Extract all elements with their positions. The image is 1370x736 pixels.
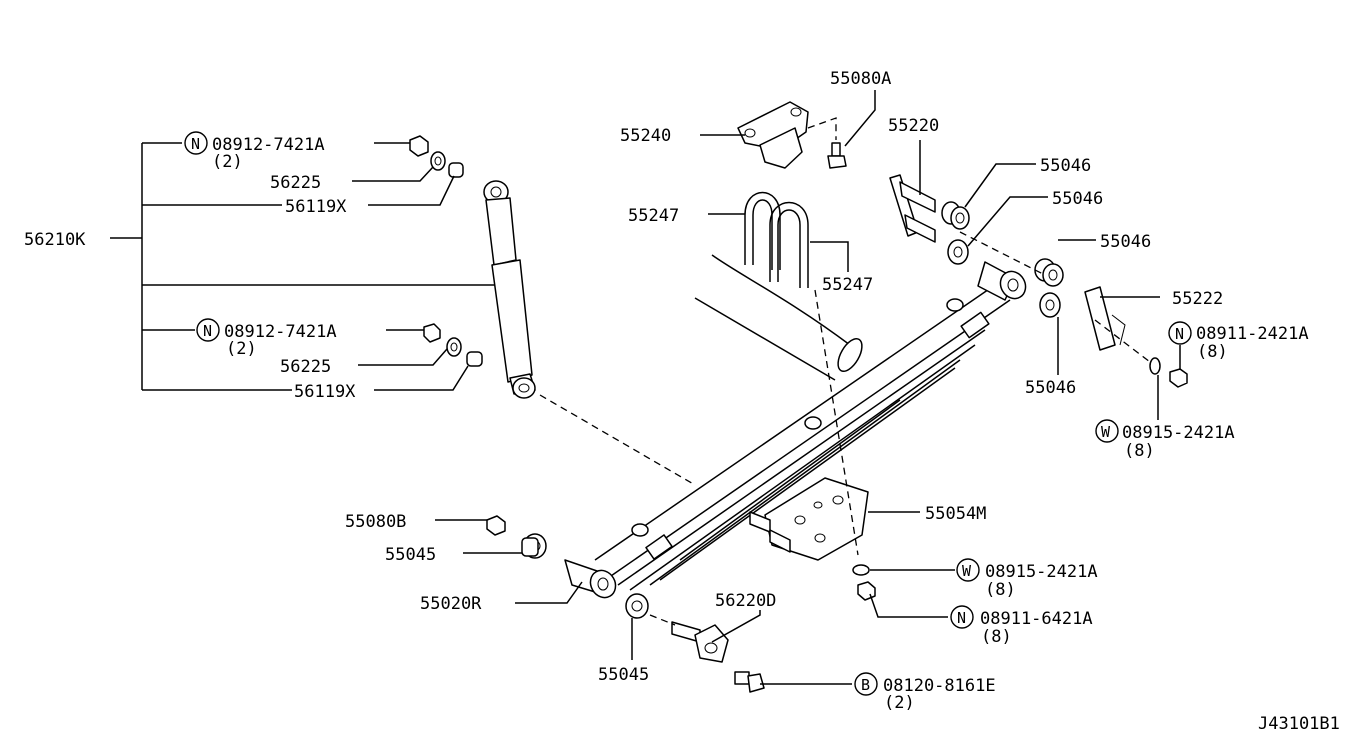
u-bolts — [744, 191, 809, 288]
label-08911-2421A-qty: (8) — [1197, 342, 1228, 362]
label-55080A: 55080A — [830, 69, 891, 89]
label-55222: 55222 — [1172, 289, 1223, 309]
b-mark-08120: B — [854, 672, 878, 696]
label-08915-2421A-bottom-qty: (8) — [985, 580, 1016, 600]
label-55220: 55220 — [888, 116, 939, 136]
svg-text:W: W — [962, 562, 972, 580]
label-55046-c: 55046 — [1100, 232, 1151, 252]
n-mark-08912-upper: N — [184, 131, 208, 155]
leader-lines — [110, 90, 1181, 685]
label-08911-6421A: 08911-6421A — [980, 609, 1093, 629]
label-55054M: 55054M — [925, 504, 986, 524]
label-56220D: 56220D — [715, 591, 776, 611]
n-mark-08912-lower: N — [196, 318, 220, 342]
label-56119X-upper: 56119X — [285, 197, 347, 217]
w-mark-08915-bottom: W — [956, 558, 980, 582]
hanger-55220 — [889, 174, 936, 243]
shackle-pin-56220D — [671, 621, 729, 663]
label-56210K: 56210K — [24, 230, 86, 250]
plate-55222 — [1084, 286, 1126, 351]
label-56225-upper: 56225 — [270, 173, 321, 193]
label-55045-a: 55045 — [385, 545, 436, 565]
svg-text:W: W — [1101, 423, 1111, 441]
label-08915-2421A-top: 08915-2421A — [1122, 423, 1235, 443]
label-55046-b: 55046 — [1052, 189, 1103, 209]
label-08912-7421A-lower-qty: (2) — [226, 339, 257, 359]
label-55247-b: 55247 — [822, 275, 873, 295]
svg-text:N: N — [191, 135, 200, 153]
label-55046-d: 55046 — [1025, 378, 1076, 398]
washer-shock-lower — [446, 337, 462, 357]
svg-text:N: N — [957, 609, 966, 627]
label-56119X-lower: 56119X — [294, 382, 356, 402]
label-08912-7421A-upper: 08912-7421A — [212, 135, 325, 155]
label-08120-8161E: 08120-8161E — [883, 676, 996, 696]
bushing-shock-lower — [466, 351, 483, 367]
label-08912-7421A-lower: 08912-7421A — [224, 322, 337, 342]
plate-55054M — [749, 477, 869, 561]
label-08911-2421A: 08911-2421A — [1196, 324, 1309, 344]
frame-rail — [694, 254, 863, 381]
part-labels: 55080A 55240 55220 55046 55046 55046 550… — [24, 69, 1340, 734]
hardware — [409, 135, 1188, 693]
w-mark-08915-top: W — [1095, 419, 1119, 443]
n-mark-08911-6421A: N — [950, 605, 974, 629]
label-08915-2421A-top-qty: (8) — [1124, 441, 1155, 461]
shock-absorber — [483, 180, 536, 399]
label-55045-b: 55045 — [598, 665, 649, 685]
svg-text:B: B — [861, 676, 870, 694]
label-55247-a: 55247 — [628, 206, 679, 226]
nut-shock-upper-1 — [409, 135, 429, 157]
bushing-shock-upper — [448, 162, 464, 178]
washer-shock-upper — [430, 151, 446, 171]
label-55046-a: 55046 — [1040, 156, 1091, 176]
label-55080B: 55080B — [345, 512, 406, 532]
svg-text:N: N — [1175, 325, 1184, 343]
label-56225-lower: 56225 — [280, 357, 331, 377]
label-55240: 55240 — [620, 126, 671, 146]
nut-shock-lower — [423, 323, 441, 343]
bracket-55240 — [737, 101, 809, 169]
prefix-marks: N N N W W N B — [184, 131, 1192, 696]
label-08915-2421A-bottom: 08915-2421A — [985, 562, 1098, 582]
svg-text:N: N — [203, 322, 212, 340]
drawing-code: J43101B1 — [1258, 714, 1340, 734]
leaf-spring — [564, 261, 1027, 599]
n-mark-08911-2421A: N — [1168, 321, 1192, 345]
label-08912-7421A-upper-qty: (2) — [212, 152, 243, 172]
label-55020R: 55020R — [420, 594, 482, 614]
label-08120-8161E-qty: (2) — [884, 693, 915, 713]
label-08911-6421A-qty: (8) — [981, 627, 1012, 647]
